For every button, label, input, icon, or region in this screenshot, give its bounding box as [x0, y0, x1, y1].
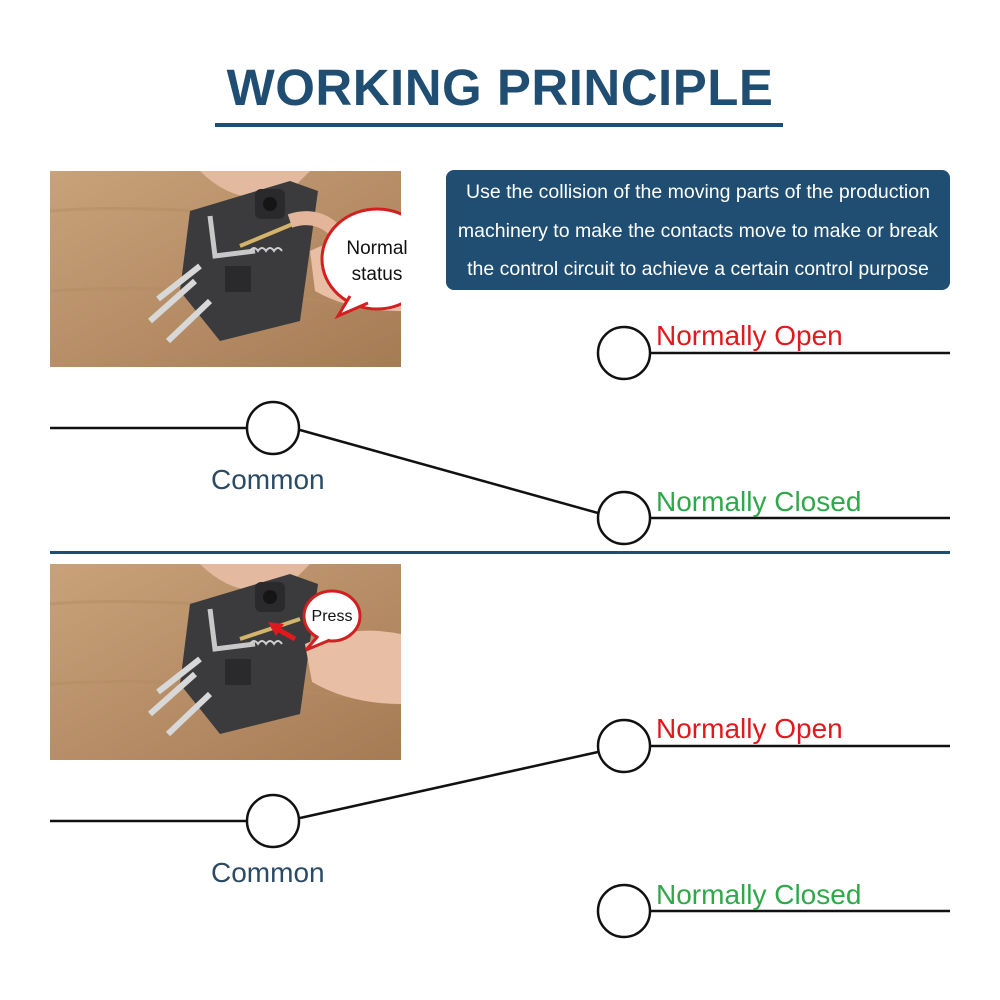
bubble-line-1: Normal	[346, 238, 408, 259]
common-contact	[245, 400, 301, 456]
switch-photo-pressed	[50, 564, 401, 760]
bubble-line-1: Press	[311, 608, 353, 625]
nc-contact	[596, 490, 652, 546]
switch-arm-pressed	[299, 750, 599, 820]
no-contact	[596, 325, 652, 381]
page-title: WORKING PRINCIPLE	[226, 59, 774, 116]
label-normally-closed: Normally Closed	[656, 486, 862, 517]
description-line-3: the control circuit to achieve a certain…	[467, 258, 929, 280]
description-line-1: Use the collision of the moving parts of…	[466, 181, 930, 203]
label-normally-open: Normally Open	[656, 320, 843, 351]
no-contact	[596, 718, 652, 774]
switch-photo-normal	[50, 171, 401, 367]
bubble-normal-status: Normal status	[324, 236, 430, 288]
common-contact	[245, 793, 301, 849]
label-normally-closed: Normally Closed	[656, 879, 862, 910]
label-normally-open: Normally Open	[656, 713, 843, 744]
label-common: Common	[211, 464, 325, 495]
title-underline	[215, 123, 783, 127]
label-common: Common	[211, 857, 325, 888]
section-divider	[50, 551, 950, 554]
nc-contact	[596, 883, 652, 939]
bubble-line-2: status	[351, 264, 403, 285]
switch-arm-normal	[299, 428, 599, 515]
description-line-2: machinery to make the contacts move to m…	[457, 219, 939, 242]
description-box: Use the collision of the moving parts of…	[446, 170, 950, 290]
bubble-press: Press	[304, 607, 360, 627]
